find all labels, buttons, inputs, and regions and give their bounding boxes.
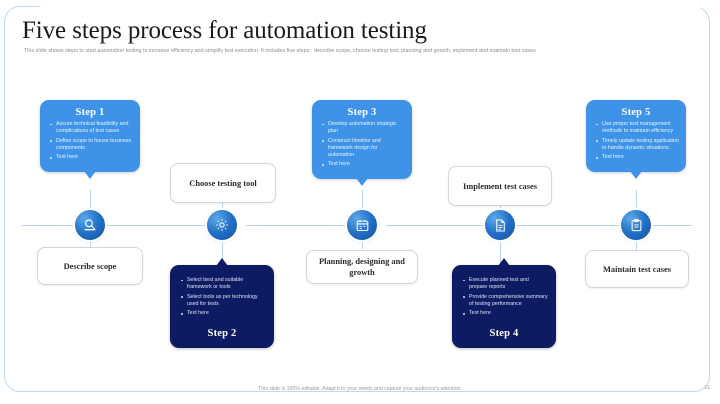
step-bullets-3: Develop automation strategic plan Constr… — [312, 121, 412, 179]
timeline-connector — [636, 190, 638, 226]
label-text: Describe scope — [63, 261, 117, 271]
label-choose-testing-tool[interactable]: Choose testing tool — [170, 163, 276, 203]
label-text: Implement test cases — [463, 181, 537, 191]
timeline-node-3[interactable] — [347, 210, 377, 240]
page-title: Five steps process for automation testin… — [22, 17, 427, 44]
calendar-plan-icon — [355, 218, 370, 233]
step-callout-2[interactable]: Select best and suitable framework or to… — [170, 258, 274, 348]
label-text: Maintain test cases — [603, 264, 671, 274]
list-item: Use proper test management methods to ma… — [596, 121, 679, 135]
list-item: Select best and suitable framework or to… — [181, 277, 266, 291]
callout-tail — [356, 177, 368, 186]
list-item: Text here — [322, 161, 405, 168]
timeline-segment — [514, 225, 692, 227]
step-callout-1[interactable]: Step 1 Assure technical feasibility and … — [40, 100, 140, 179]
step-bullets-2: Select best and suitable framework or to… — [170, 265, 274, 324]
page-subtitle: This slide shows steps to start automati… — [24, 48, 536, 54]
step-bullets-5: Use proper test management methods to ma… — [586, 121, 686, 172]
list-item: Define scope to house business component… — [50, 137, 132, 151]
timeline-segment — [22, 225, 78, 227]
list-item: Select tools as per technology used for … — [181, 294, 266, 308]
timeline-segment — [104, 225, 220, 227]
step-bullets-1: Assure technical feasibility and complic… — [40, 121, 140, 172]
list-item: Text here — [596, 154, 679, 161]
timeline-node-5[interactable] — [621, 210, 651, 240]
callout-tail — [84, 170, 96, 179]
timeline-segment — [246, 225, 360, 227]
list-item: Provide comprehensive summary of testing… — [463, 293, 548, 307]
page-number: 11 — [704, 385, 710, 391]
step-title-1: Step 1 — [75, 107, 105, 118]
timeline-connector — [362, 190, 364, 226]
clipboard-maintain-icon — [629, 218, 644, 233]
callout-tail — [630, 170, 642, 179]
label-maintain-test-cases[interactable]: Maintain test cases — [585, 250, 689, 288]
footer-note: This slide is 100% editable. Adapt it to… — [258, 386, 462, 392]
step-title-5: Step 5 — [621, 107, 651, 118]
label-text: Choose testing tool — [189, 178, 257, 188]
timeline-node-1[interactable] — [75, 210, 105, 240]
list-item: Construct timeline and framework design … — [322, 138, 405, 160]
callout-tail — [498, 258, 510, 266]
document-report-icon — [493, 218, 508, 233]
list-item: Text here — [181, 310, 266, 317]
label-planning-designing-growth[interactable]: Planning, designing and growth — [306, 250, 418, 284]
callout-tail — [216, 258, 228, 266]
list-item: Execute planned test and prepare reports — [463, 277, 548, 291]
step-title-4: Step 4 — [489, 327, 519, 339]
magnifier-scope-icon — [82, 217, 98, 233]
label-describe-scope[interactable]: Describe scope — [37, 247, 143, 285]
step-title-3: Step 3 — [347, 107, 377, 118]
label-implement-test-cases[interactable]: Implement test cases — [448, 166, 552, 206]
label-text: Planning, designing and growth — [319, 257, 405, 277]
step-callout-4[interactable]: Execute planned test and prepare reports… — [452, 258, 556, 348]
step-bullets-4: Execute planned test and prepare reports… — [452, 265, 556, 324]
list-item: Assure technical feasibility and complic… — [50, 121, 133, 135]
step-title-2: Step 2 — [207, 327, 237, 339]
timeline-connector — [500, 225, 502, 265]
slide-frame — [4, 6, 710, 392]
timeline-connector — [222, 225, 224, 265]
timeline-segment — [386, 225, 488, 227]
frame-notch — [40, 0, 700, 10]
list-item: Timely update testing application to han… — [596, 137, 679, 151]
step-callout-3[interactable]: Step 3 Develop automation strategic plan… — [312, 100, 412, 186]
list-item: Text here — [50, 154, 133, 161]
timeline-node-4[interactable] — [485, 210, 515, 240]
timeline-node-2[interactable] — [207, 210, 237, 240]
step-callout-5[interactable]: Step 5 Use proper test management method… — [586, 100, 686, 179]
gear-settings-icon — [214, 217, 230, 233]
timeline-connector — [90, 190, 92, 226]
list-item: Develop automation strategic plan — [322, 121, 405, 135]
list-item: Text here — [463, 310, 548, 317]
